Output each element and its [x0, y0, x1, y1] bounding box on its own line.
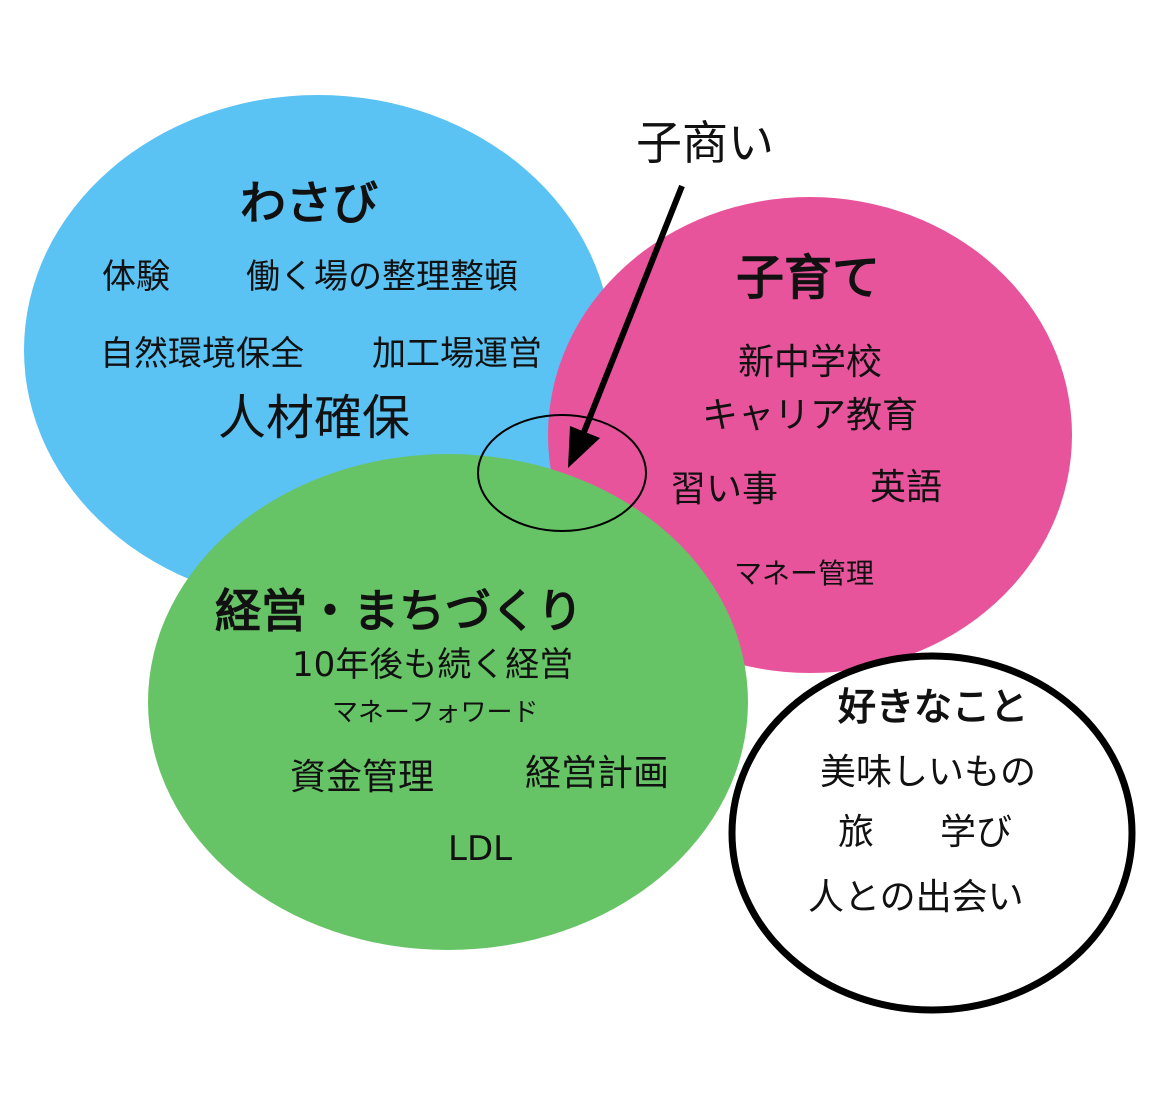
annotation-label: 子商い: [636, 116, 774, 170]
kosodate-title: 子育て: [736, 250, 881, 306]
overlap-highlight-circle: [477, 414, 647, 532]
keiei-title: 経営・まちづくり: [215, 584, 583, 638]
keiei-item-keikaku: 経営計画: [525, 753, 670, 794]
keiei-item-moneyforward: マネーフォワード: [332, 698, 539, 728]
keiei-circle: [148, 454, 748, 950]
wasabi-item-shizen: 自然環境保全: [100, 334, 304, 374]
wasabi-title: わさび: [240, 176, 378, 230]
kosodate-item-money: マネー管理: [734, 557, 875, 590]
suki-item-deai: 人との出会い: [808, 877, 1024, 918]
keiei-item-10nen: 10年後も続く経営: [292, 645, 574, 685]
wasabi-item-taiken: 体験: [102, 257, 170, 297]
arrow-icon: [568, 184, 685, 468]
kosodate-item-eigo: 英語: [870, 467, 943, 508]
kosodate-item-career: キャリア教育: [702, 395, 919, 436]
kosodate-item-shinchugakko: 新中学校: [738, 342, 883, 383]
suki-title: 好きなこと: [838, 685, 1029, 729]
suki-item-oishii: 美味しいもの: [820, 752, 1037, 793]
suki-item-manabi: 学び: [940, 812, 1013, 853]
suki-item-tabi: 旅: [838, 812, 875, 853]
wasabi-item-jinzai: 人材確保: [218, 390, 411, 446]
wasabi-item-kakouba: 加工場運営: [372, 334, 542, 374]
suki-circle: [728, 652, 1136, 1014]
keiei-item-shikin: 資金管理: [290, 757, 435, 798]
wasabi-item-hataraku: 働く場の整理整頓: [246, 257, 518, 297]
keiei-item-ldl: LDL: [448, 829, 513, 869]
kosodate-item-naraigoto: 習い事: [670, 469, 779, 510]
